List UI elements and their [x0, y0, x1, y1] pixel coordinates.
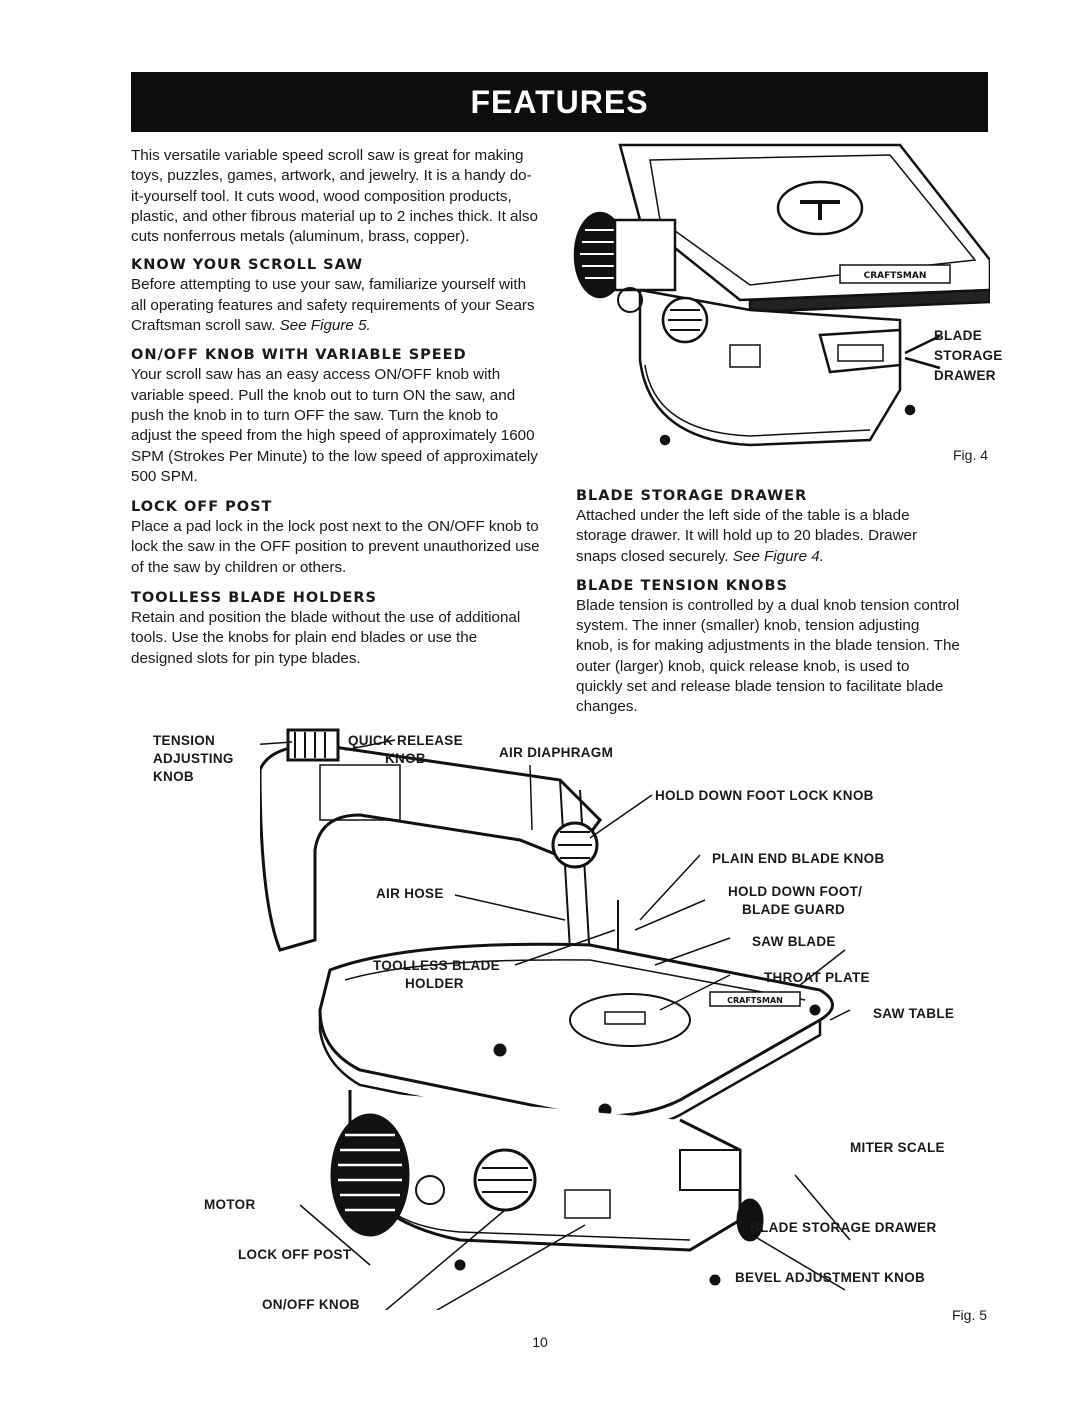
label-saw-table: SAW TABLE	[873, 1006, 955, 1021]
drawer-body: Attached under the left side of the tabl…	[576, 506, 960, 567]
label-air-diaphragm: AIR DIAPHRAGM	[499, 745, 614, 760]
toolless-heading: TOOLLESS BLADE HOLDERS	[131, 590, 377, 607]
onoff-body: Your scroll saw has an easy access ON/OF…	[131, 366, 538, 485]
fig5-brand: CRAFTSMAN	[727, 996, 783, 1005]
fig4-label-blade: BLADE	[934, 328, 982, 343]
figure-4-illustration: CRAFTSMAN	[573, 143, 990, 447]
fig4-caption: Fig. 4	[953, 447, 989, 463]
fig4-label-storage: STORAGE	[934, 348, 1003, 363]
left-column: This versatile variable speed scroll saw…	[131, 146, 541, 669]
drawer-heading: BLADE STORAGE DRAWER	[576, 488, 808, 504]
tension-body: Blade tension is controlled by a dual kn…	[576, 596, 960, 716]
label-blade-guard: BLADE GUARD	[742, 902, 846, 917]
label-onoff-knob: ON/OFF KNOB	[262, 1297, 360, 1312]
label-tension: TENSION	[153, 733, 216, 748]
right-column: BLADE STORAGE DRAWER Attached under the …	[576, 486, 960, 718]
banner-title: FEATURES	[470, 84, 649, 120]
label-adjusting: ADJUSTING	[153, 751, 234, 766]
drawer-figure-ref: See Figure 4.	[732, 547, 824, 565]
drawer-body-text: Attached under the left side of the tabl…	[576, 507, 918, 565]
label-hold-down-lock: HOLD DOWN FOOT LOCK KNOB	[655, 788, 874, 803]
label-motor: MOTOR	[204, 1197, 256, 1212]
label-saw-blade: SAW BLADE	[752, 934, 836, 949]
fig4-brand: CRAFTSMAN	[864, 271, 927, 281]
label-plain-end: PLAIN END BLADE KNOB	[712, 851, 885, 866]
label-toolless-holder: HOLDER	[405, 976, 464, 991]
label-throat-plate: THROAT PLATE	[764, 970, 870, 985]
know-body-text: Before attempting to use your saw, famil…	[131, 276, 535, 335]
label-air-hose: AIR HOSE	[376, 886, 444, 901]
lock-heading: LOCK OFF POST	[131, 499, 273, 516]
label-toolless-blade: TOOLLESS BLADE	[373, 958, 500, 973]
fig5-caption: Fig. 5	[952, 1307, 988, 1323]
label-hold-down-foot: HOLD DOWN FOOT/	[728, 884, 863, 899]
label-lock-off-post: LOCK OFF POST	[238, 1247, 352, 1262]
label-miter-scale: MITER SCALE	[850, 1140, 945, 1155]
know-figure-ref: See Figure 5.	[279, 317, 371, 335]
label-quick-knob: KNOB	[385, 751, 426, 766]
page-number: 10	[532, 1334, 548, 1350]
intro-paragraph: This versatile variable speed scroll saw…	[131, 147, 538, 246]
know-heading: KNOW YOUR SCROLL SAW	[131, 257, 364, 274]
label-blade-storage-drawer: BLADE STORAGE DRAWER	[750, 1220, 937, 1235]
features-banner: FEATURES	[131, 72, 988, 132]
lock-body: Place a pad lock in the lock post next t…	[131, 518, 540, 576]
toolless-body: Retain and position the blade without th…	[131, 609, 521, 667]
onoff-heading: ON/OFF KNOB WITH VARIABLE SPEED	[131, 347, 467, 364]
know-body: Before attempting to use your saw, famil…	[131, 275, 541, 336]
figure-5-illustration: CRAFTSMAN	[260, 728, 851, 1310]
fig4-label-drawer: DRAWER	[934, 368, 996, 383]
tension-heading: BLADE TENSION KNOBS	[576, 577, 788, 594]
label-quick-release: QUICK RELEASE	[348, 733, 463, 748]
label-tension-knob: KNOB	[153, 769, 194, 784]
label-bevel-knob: BEVEL ADJUSTMENT KNOB	[735, 1270, 926, 1285]
